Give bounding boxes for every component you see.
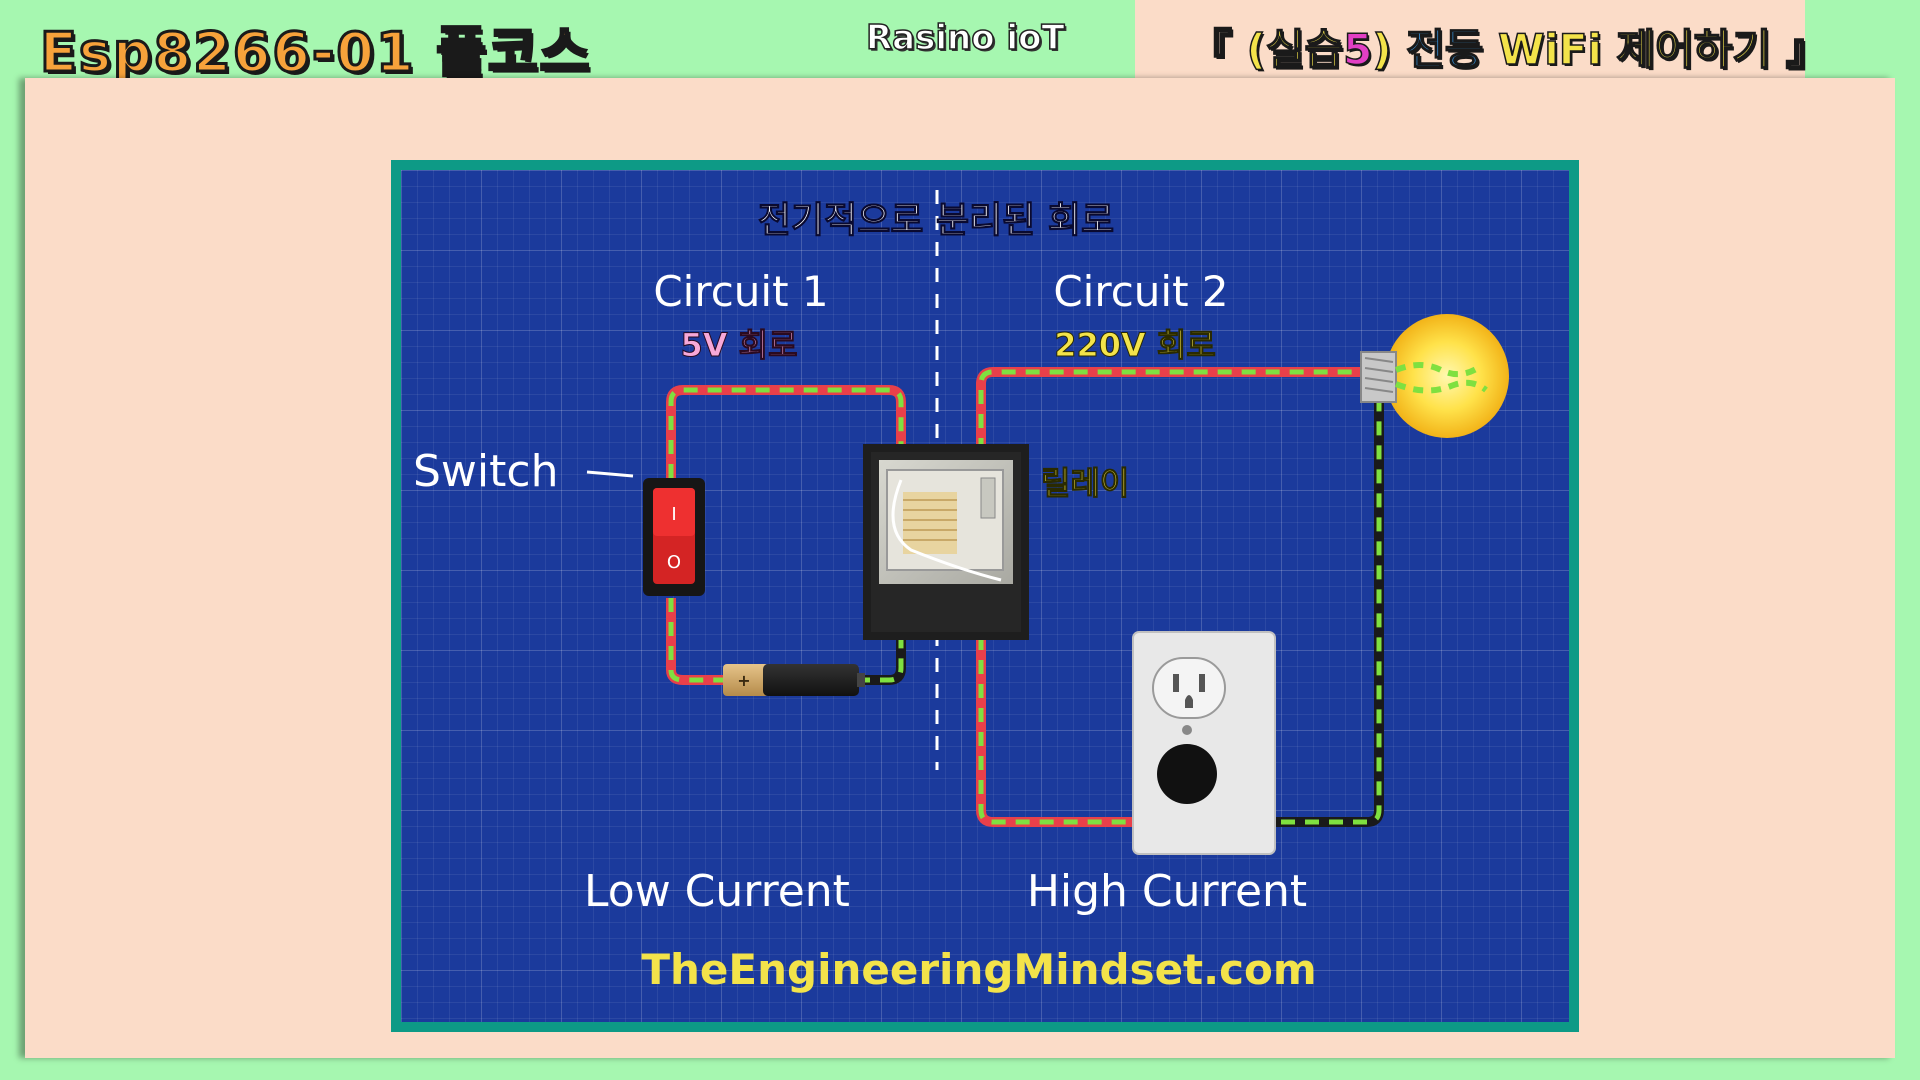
header-band-right [1135,0,1805,78]
light-bulb-icon [1360,314,1509,438]
rocker-switch [643,478,705,596]
circuit-diagram: I O + [413,190,1509,994]
switch-off-mark: O [667,552,681,573]
circuit1-current-label: Low Current [584,866,850,917]
brand-logo-text: Rasino ioT [865,17,1065,59]
switch-label: Switch [413,446,558,497]
lesson-title-open: 『 (실습 [1189,24,1344,75]
circuit1-title: Circuit 1 [653,267,828,316]
lesson-title-mid: ) [1372,24,1407,75]
lesson-title-keyword: 전등 [1405,24,1484,75]
circuit2-current-label: High Current [1027,866,1307,917]
circuit2-subtitle: 220V 회로 [1054,326,1216,364]
circuit2-wires [976,367,1384,827]
circuit1-subtitle: 5V 회로 [680,326,797,364]
wall-outlet-icon [1132,631,1276,855]
relay-icon [863,444,1029,640]
lesson-title-rest: WiFi 제어하기 』 [1483,24,1828,75]
header-band-left [0,0,1135,78]
relay-label: 릴레이 [1041,464,1129,502]
blueprint-canvas: I O + [401,170,1569,1022]
battery-icon [723,664,865,696]
circuit1-wires [666,385,906,685]
circuit2-title: Circuit 2 [1053,267,1228,316]
lesson-title: 『 (실습5) 전등 WiFi 제어하기 』 [1189,16,1828,77]
credit-text: TheEngineeringMindset.com [641,945,1316,994]
course-title: Esp8266-01 풀코스 [38,20,592,86]
lesson-number: 5 [1342,24,1373,75]
header-band-far-right [1805,0,1920,78]
battery-plus-mark: + [737,671,750,690]
switch-pointer-line [586,470,634,478]
main-panel: I O + [25,78,1895,1058]
diagram-heading: 전기적으로 분리된 회로 [758,200,1114,241]
diagram-frame: I O + [391,160,1579,1032]
switch-on-mark: I [671,504,676,525]
